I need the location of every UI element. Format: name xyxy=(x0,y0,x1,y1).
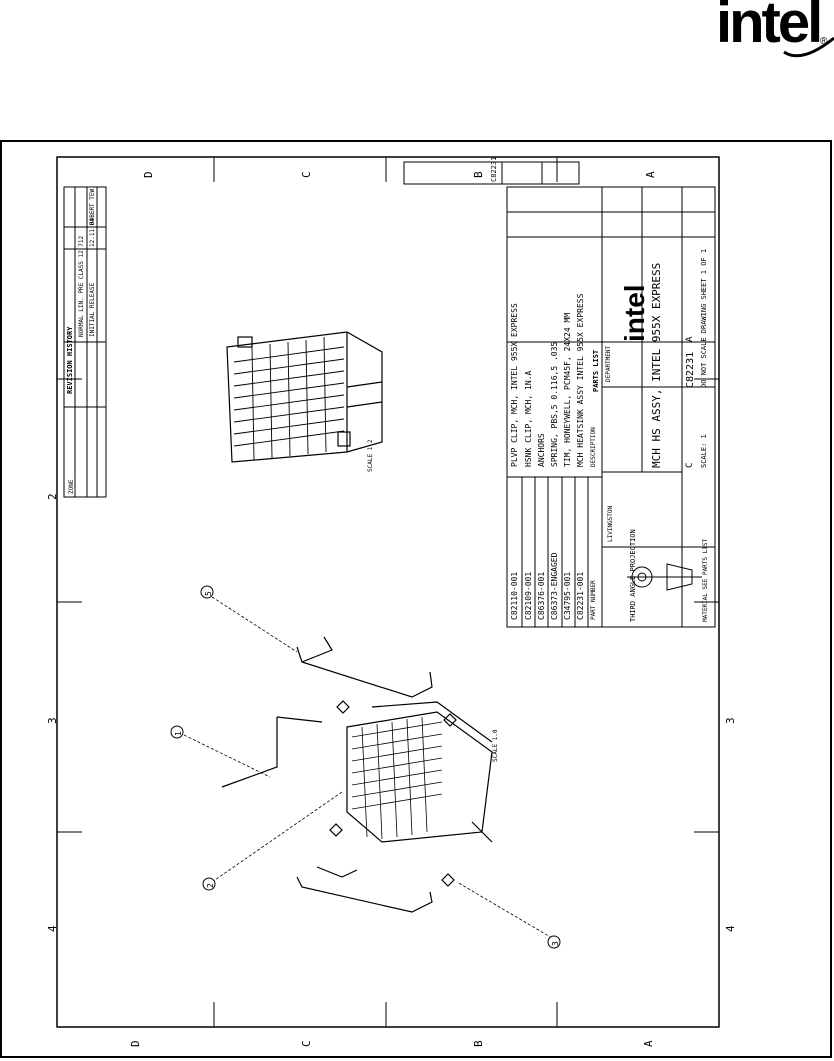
intel-swoosh-icon xyxy=(783,36,834,58)
part-row-3-desc: ANCHORS xyxy=(537,433,546,467)
part-row-2-number: C82109-001 xyxy=(524,571,533,620)
rev-row-2-approved: ROBERT TEW xyxy=(89,188,96,225)
zone-top-b: B xyxy=(472,171,485,178)
part-row-4-number: C86373-ENGAGED xyxy=(550,552,559,620)
zone-right-3: 3 xyxy=(724,717,737,724)
part-row-5-desc: TIM, HONEYWELL, PCM45F, 24X24 MM xyxy=(563,312,572,467)
drawing-title: MCH HS ASSY, INTEL 955X EXPRESS xyxy=(650,262,663,468)
rev-row-2-desc: INITIAL RELEASE xyxy=(89,282,96,337)
size-value: C xyxy=(685,462,695,468)
heatsink-assembled-view xyxy=(226,331,383,463)
revision-history-title: REVISION HISTORY xyxy=(66,326,74,394)
part-row-1-desc: PLVP CLIP, MCH, INTEL 955X EXPRESS xyxy=(510,303,519,467)
balloon-2: 2 xyxy=(206,883,215,888)
balloon-1: 1 xyxy=(174,731,183,736)
inner-border xyxy=(56,156,720,1028)
third-angle-projection-icon xyxy=(627,563,702,591)
doc-number-top: C82231 xyxy=(490,156,498,182)
balloon-3: 3 xyxy=(551,941,560,946)
department-label: DEPARTMENT xyxy=(605,345,612,382)
material-label: MATERIAL SEE PARTS LIST xyxy=(702,538,709,622)
zone-ticks xyxy=(57,157,719,1027)
scale-value: SCALE: 1 xyxy=(700,434,708,468)
col-description: DESCRIPTION xyxy=(590,427,597,467)
drawn-by: LIVINGSTON xyxy=(607,505,614,542)
revision-block xyxy=(63,186,107,498)
part-row-6-desc: MCH HEATSINK ASSY INTEL 955X EXPRESS xyxy=(576,293,585,467)
title-block-intel-logo: intel xyxy=(619,284,650,342)
intel-logo-text: intel xyxy=(716,0,823,55)
zone-left-4: 4 xyxy=(46,925,59,932)
rev-col-zone: ZONE xyxy=(68,479,75,494)
part-row-3-number: C86376-001 xyxy=(537,571,546,620)
doc-number-strip xyxy=(403,161,580,185)
col-part-number: PART NUMBER xyxy=(590,580,597,620)
drawing-sheet: SCALE 1.2 xyxy=(0,140,832,1058)
part-row-2-desc: HSNK CLIP, MCH, 1N.A xyxy=(524,370,533,467)
zone-bottom-a: A xyxy=(642,1040,655,1047)
heatsink-exploded-view xyxy=(221,636,493,913)
zone-top-c: C xyxy=(300,171,313,178)
engineering-drawing: SCALE 1.2 xyxy=(56,156,720,1028)
sheet-value: DO NOT SCALE DRAWING SHEET 1 OF 1 xyxy=(700,248,708,388)
part-row-1-number: C82110-001 xyxy=(510,571,519,620)
registered-mark: ® xyxy=(820,36,828,47)
iso-scale-label: SCALE 1.2 xyxy=(367,439,374,472)
zone-bottom-c: C xyxy=(300,1040,313,1047)
parts-list-title: PARTS LIST xyxy=(592,349,600,392)
zone-top-d: D xyxy=(142,171,155,178)
part-row-6-number: C82231-001 xyxy=(576,571,585,620)
exploded-scale-label: SCALE 1.0 xyxy=(492,729,499,762)
balloon-5: 5 xyxy=(204,591,213,596)
drawing-number: C82231 xyxy=(685,351,696,388)
parts-list-grid xyxy=(506,186,716,628)
zone-right-4: 4 xyxy=(724,925,737,932)
projection-label: THIRD ANGLE PROJECTION xyxy=(629,529,637,622)
zone-bottom-b: B xyxy=(472,1040,485,1047)
leader-lines xyxy=(183,596,553,939)
zone-left-3: 3 xyxy=(46,717,59,724)
zone-left-2: 2 xyxy=(46,493,59,500)
part-row-5-number: C34795-001 xyxy=(563,571,572,620)
rev-row-1-desc: NORMAL LIN. PRE CLASS 12 712 xyxy=(78,235,85,337)
zone-top-a: A xyxy=(644,171,657,178)
intel-logo: intel ® xyxy=(712,0,834,70)
part-row-4-desc: SPRING, PBS,5 0.116,5 .035 xyxy=(550,341,559,467)
rev-value: A xyxy=(685,336,695,342)
zone-bottom-d: D xyxy=(129,1040,142,1047)
callout-balloons xyxy=(170,585,561,949)
